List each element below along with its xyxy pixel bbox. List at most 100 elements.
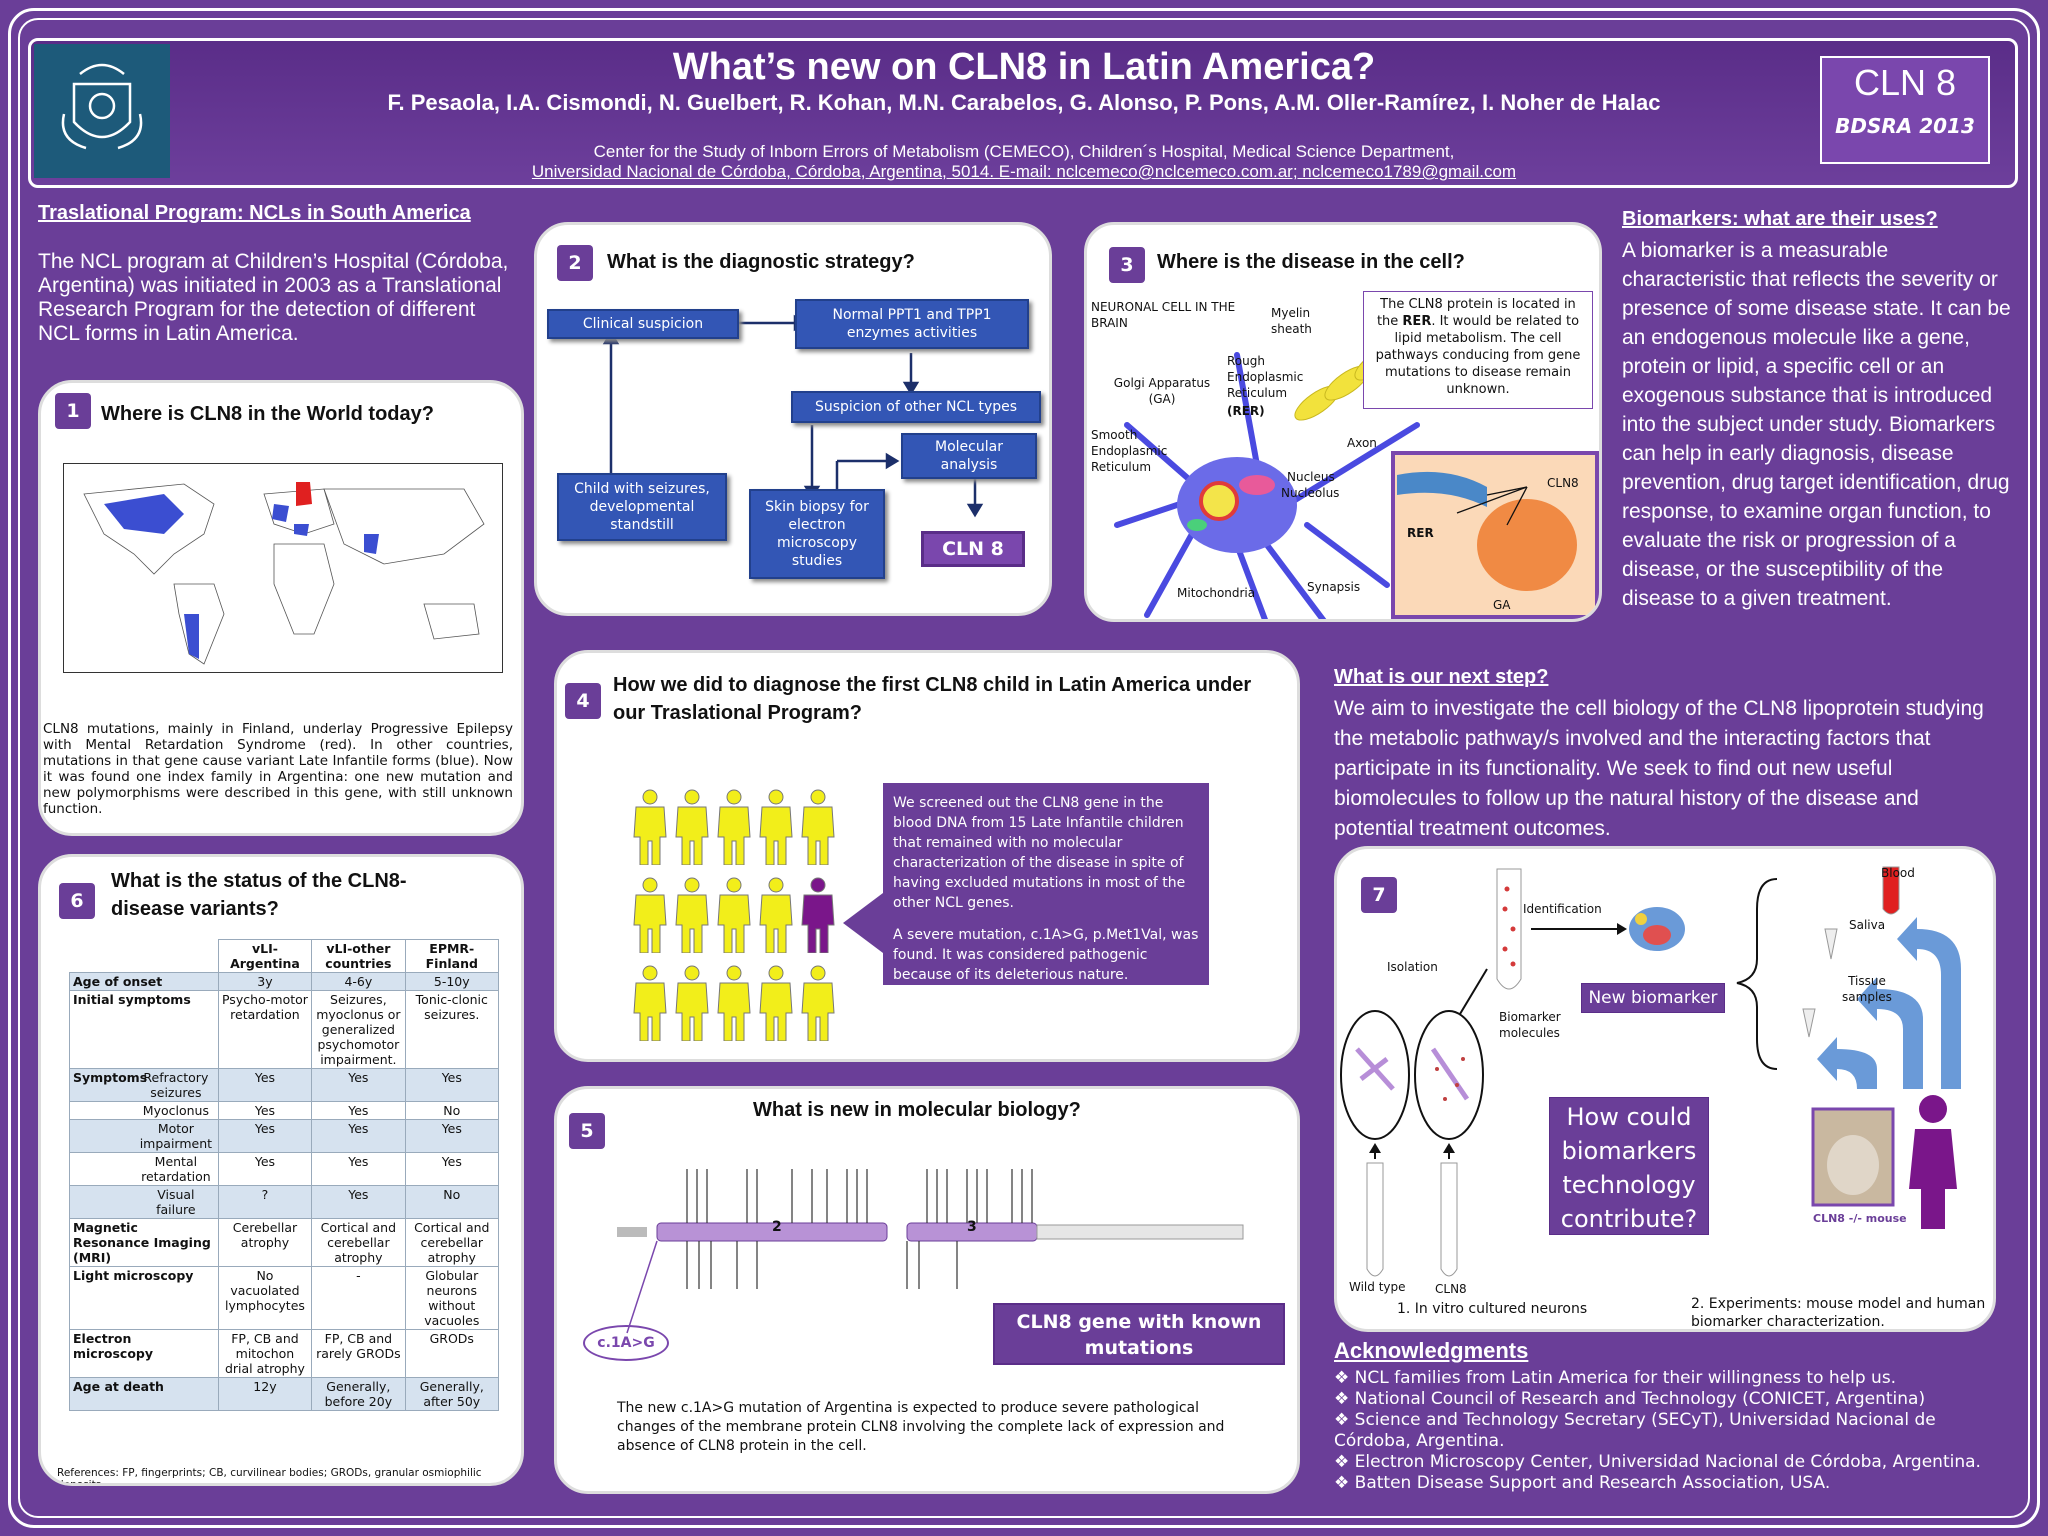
table-cell: Yes (311, 1152, 406, 1186)
poster-outer-border (8, 8, 2040, 1528)
exon-2-label: 2 (772, 1219, 782, 1235)
flow-enzyme-activities: Normal PPT1 and TPP1 enzymes activities (795, 299, 1029, 349)
ack-item: ❖ NCL families from Latin America for th… (1334, 1368, 1897, 1388)
poster-inner-border (18, 18, 2030, 1518)
table-cell: Yes (311, 1101, 406, 1120)
label-myelin: Myelin sheath (1271, 306, 1312, 336)
ack-item: ❖ Science and Technology Secretary (SECy… (1334, 1410, 1936, 1451)
table-references: References: FP, fingerprints; CB, curvil… (57, 1467, 482, 1486)
children-group (633, 789, 853, 1049)
label-cln8: CLN8 (1547, 476, 1579, 490)
header-banner (28, 38, 2018, 188)
table-cell: Generally, before 20y (311, 1377, 406, 1411)
table-cell: FP, CB and mitochon drial atrophy (217, 1329, 313, 1378)
table-cell: Cortical and cerebellar atrophy (311, 1218, 406, 1267)
label-identification: Identification (1523, 902, 1602, 916)
molecular-caption: The new c.1A>G mutation of Argentina is … (617, 1400, 1225, 1454)
panel-diagnostic-strategy: 2 What is the diagnostic strategy? Clini… (534, 222, 1052, 616)
table-cell: Yes (404, 1068, 500, 1102)
child-icon (717, 789, 751, 866)
badge-subtitle: BDSRA 2013 (1835, 114, 1975, 138)
panel-title: What is new in molecular biology? (753, 1099, 1081, 1121)
table-cell: Seizures, myoclonus or generalized psych… (311, 990, 406, 1069)
affiliation-line-1: Center for the Study of Inborn Errors of… (593, 142, 1455, 161)
badge-title: CLN 8 (1853, 62, 1957, 103)
ack-item: ❖ Electron Microscopy Center, Universida… (1334, 1452, 1981, 1472)
intro-heading: Traslational Program: NCLs in South Amer… (38, 202, 471, 224)
biomarkers-text: A biomarker is a measurable characterist… (1622, 239, 2011, 610)
new-mutation-label: c.1A>G (583, 1325, 669, 1361)
label-mitochondria: Mitochondria (1177, 586, 1256, 600)
neuron-illustration (1114, 345, 1599, 619)
row-label: Myoclonus (69, 1101, 219, 1120)
row-label: Magnetic Resonance Imaging (MRI) (69, 1218, 219, 1267)
affiliation-line-2: Universidad Nacional de Córdoba, Córdoba… (531, 162, 1517, 181)
panel-number: 1 (55, 393, 91, 429)
table-cell: FP, CB and rarely GRODs (311, 1329, 406, 1378)
panel-number: 2 (557, 245, 593, 281)
row-label: Motor impairment (69, 1119, 219, 1153)
label-rer: Rough Endoplasmic Reticulum (1227, 354, 1304, 400)
flow-other-ncl: Suspicion of other NCL types (791, 391, 1041, 423)
child-icon (633, 877, 667, 954)
label-ser: Smooth Endoplasmic Reticulum (1091, 428, 1168, 474)
table-cell: Yes (311, 1068, 406, 1102)
child-icon (675, 877, 709, 954)
diamond-bullet-icon: ❖ (1334, 1368, 1355, 1388)
panel-title: What is the status of the CLN8-disease v… (111, 870, 407, 920)
panel-number: 4 (565, 683, 601, 719)
panel-title: Where is the disease in the cell? (1157, 251, 1465, 273)
mutation-text: A severe mutation, c.1A>G, p.Met1Val, wa… (893, 927, 1199, 983)
child-icon (717, 877, 751, 954)
label-blood: Blood (1881, 866, 1915, 880)
table-cell: Yes (404, 1119, 500, 1153)
table-row: Magnetic Resonance Imaging (MRI)Cerebell… (69, 1218, 500, 1267)
child-icon (633, 965, 667, 1042)
biomarker-question-box: How could biomarkers technology contribu… (1549, 1097, 1709, 1235)
table-cell: Cerebellar atrophy (217, 1218, 313, 1267)
label-rer-zoom: RER (1407, 526, 1434, 540)
child-icon (759, 789, 793, 866)
ack-item: ❖ National Council of Research and Techn… (1334, 1389, 1926, 1409)
label-rer-abbr: (RER) (1227, 404, 1265, 418)
table-cell: Yes (217, 1068, 313, 1102)
world-map (63, 463, 503, 673)
panel-biomarker-tech: 7 Identification Isolation New biomarker… (1334, 846, 1996, 1332)
table-cell: 3y (217, 972, 313, 991)
table-cell: ? (217, 1185, 313, 1219)
label-wild-type: Wild type (1349, 1280, 1406, 1294)
diamond-bullet-icon: ❖ (1334, 1389, 1355, 1409)
table-cell: Tonic-clonic seizures. (404, 990, 500, 1069)
table-cell: Yes (217, 1101, 313, 1120)
row-label: Electron microscopy (69, 1329, 219, 1378)
affected-child-icon (801, 877, 835, 954)
table-cell: GRODs (404, 1329, 500, 1378)
label-mouse: CLN8 -/- mouse (1813, 1212, 1907, 1225)
child-icon (759, 877, 793, 954)
table-col-header: EPMR-Finland (404, 939, 500, 973)
caption-neurons: 1. In vitro cultured neurons (1397, 1301, 1588, 1317)
panel-number: 3 (1109, 247, 1145, 283)
flow-skin-biopsy: Skin biopsy for electron microscopy stud… (749, 489, 885, 579)
table-cell: - (311, 1266, 406, 1330)
flow-molecular-analysis: Molecular analysis (901, 433, 1037, 479)
screening-result-box: We screened out the CLN8 gene in the blo… (883, 783, 1209, 985)
child-icon (801, 789, 835, 866)
table-cell: Yes (217, 1152, 313, 1186)
table-cell: Yes (311, 1119, 406, 1153)
label-saliva: Saliva (1849, 918, 1886, 932)
panel-world-map: 1 Where is CLN8 in the World today? CLN8… (38, 380, 524, 836)
row-label: Mental retardation (69, 1152, 219, 1186)
ack-list: ❖ NCL families from Latin America for th… (1334, 1368, 1994, 1494)
label-synapsis: Synapsis (1307, 580, 1361, 594)
row-label: Age of onset (69, 972, 219, 991)
intro-text: The NCL program at Children’s Hospital (… (38, 250, 509, 345)
flow-child-seizures: Child with seizures, developmental stand… (557, 473, 727, 541)
table-cell: Psycho-motor retardation (217, 990, 313, 1069)
